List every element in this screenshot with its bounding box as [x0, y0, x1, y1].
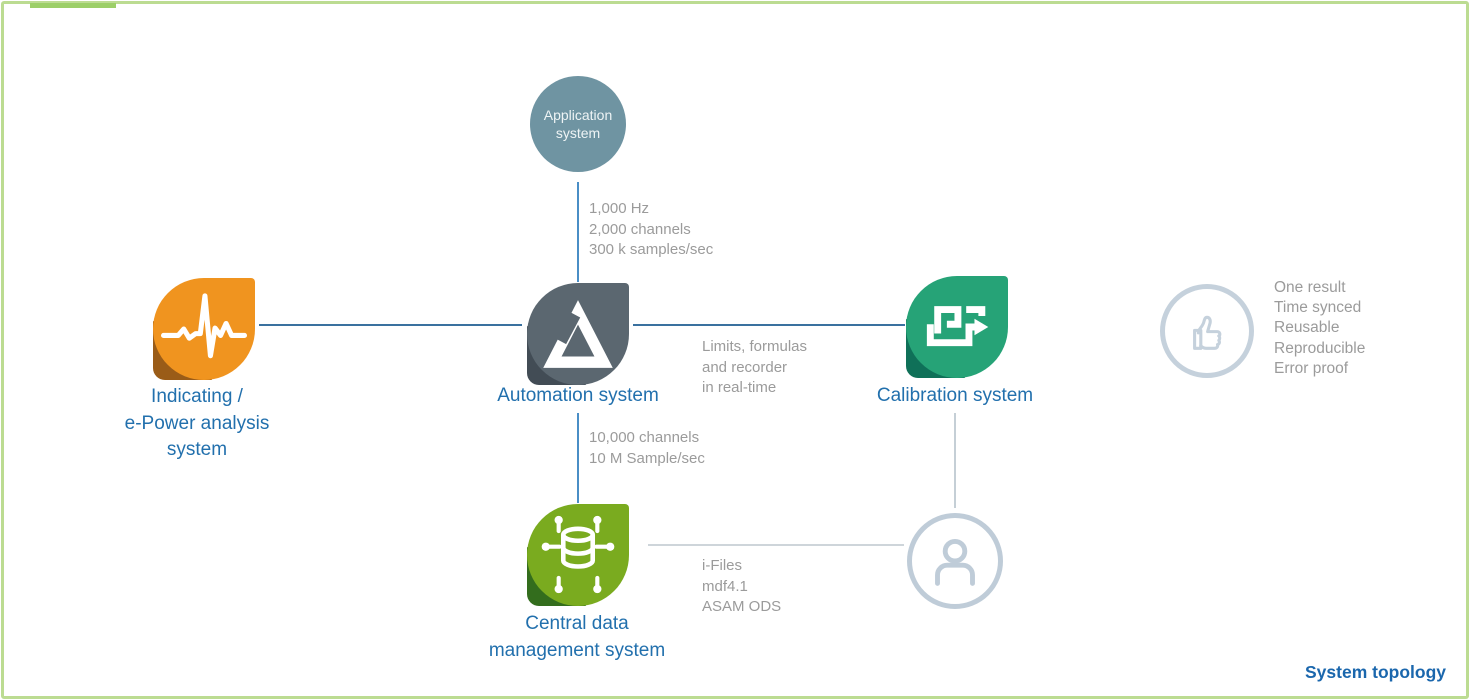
edge-indicating-automation-line — [259, 324, 522, 326]
node-application-system: Application system — [530, 76, 626, 172]
central-data-system-label: Central data management system — [488, 613, 666, 661]
ecg-waveform-icon — [153, 278, 255, 380]
edge-label-automation-calibration: Limits, formulas and recorder in real-ti… — [702, 338, 808, 396]
benefit-item: Error proof — [1274, 359, 1349, 377]
calibration-flow-icon — [906, 276, 1008, 378]
database-circuit-icon — [527, 504, 629, 606]
application-label-line2: system — [555, 125, 601, 141]
automation-system-label: Automation system — [497, 385, 659, 406]
benefit-item: Reproducible — [1274, 339, 1366, 357]
person-icon — [907, 513, 1003, 609]
edge-label-automation-centraldata: 10,000 channels 10 M Sample/sec — [589, 429, 705, 467]
indicating-system-label: Indicating / e-Power analysis system — [124, 386, 270, 460]
edge-automation-calibration-line — [633, 324, 905, 326]
edge-calibration-person-line — [954, 413, 956, 508]
edge-label-centraldata-person: i-Files mdf4.1 ASAM ODS — [702, 557, 782, 615]
top-accent-bar — [30, 3, 116, 8]
edge-application-automation-line — [577, 182, 579, 282]
edge-automation-centraldata-line — [577, 413, 579, 503]
node-central-data-system — [527, 504, 629, 606]
benefit-item: One result — [1274, 279, 1346, 296]
benefits-list: One result Time synced Reusable Reproduc… — [1274, 278, 1365, 379]
node-automation-system — [527, 283, 629, 385]
edge-label-application-automation: 1,000 Hz 2,000 channels 300 k samples/se… — [589, 200, 714, 258]
diagram-caption: System topology — [1305, 662, 1446, 682]
benefit-item: Reusable — [1274, 319, 1340, 337]
benefit-item: Time synced — [1274, 299, 1362, 317]
node-calibration-system — [906, 276, 1008, 378]
avl-a-logo-icon — [527, 283, 629, 385]
thumbs-up-icon — [1160, 284, 1254, 378]
calibration-system-label: Calibration system — [876, 385, 1034, 406]
application-label-line1: Application — [543, 107, 613, 123]
edge-centraldata-person-line — [648, 544, 904, 546]
node-indicating-system — [153, 278, 255, 380]
